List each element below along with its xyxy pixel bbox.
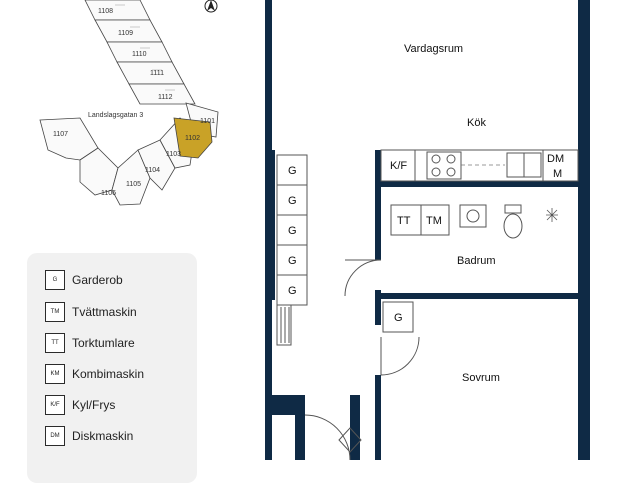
legend-item-diskmaskin: DM Diskmaskin xyxy=(45,425,133,447)
unit-label: 1103 xyxy=(166,151,181,158)
legend-label: Kombimaskin xyxy=(72,367,145,381)
legend-label: Garderob xyxy=(72,273,123,287)
kitchen-bottom-wall xyxy=(375,181,580,187)
symbol-torktumlare: TT xyxy=(397,215,411,227)
legend-item-torktumlare: TT Torktumlare xyxy=(45,332,135,354)
bedroom-left-wall-upper xyxy=(375,290,381,325)
legend-code: G xyxy=(45,270,65,290)
bedroom-door-icon xyxy=(380,336,420,376)
room-label-badrum: Badrum xyxy=(457,255,496,267)
kitchen-counter xyxy=(380,149,579,182)
legend-label: Tvättmaskin xyxy=(72,305,137,319)
unit-label: 1110 xyxy=(132,51,147,58)
bedroom-closet xyxy=(382,301,414,333)
room-label-sovrum: Sovrum xyxy=(462,372,500,384)
street-label: Landslagsgatan 3 xyxy=(88,112,143,119)
legend-item-tvattmaskin: TM Tvättmaskin xyxy=(45,301,137,323)
floor-plan: Vardagsrum Kök Badrum Sovrum K/F DM M TT… xyxy=(265,0,590,460)
unit-label: 1107 xyxy=(53,131,68,138)
legend-code: KM xyxy=(45,364,65,384)
room-label-vardagsrum: Vardagsrum xyxy=(404,43,463,55)
symbol-tvattmaskin: TM xyxy=(426,215,442,227)
symbol-diskmaskin: DM xyxy=(547,153,564,165)
bathroom-door-icon xyxy=(344,259,382,297)
symbol-kyl-frys: K/F xyxy=(390,160,407,172)
unit-label: 1108 xyxy=(98,8,113,15)
legend-item-kyl-frys: K/F Kyl/Frys xyxy=(45,394,115,416)
unit-label: 1106 xyxy=(101,190,116,197)
symbol-garderob: G xyxy=(288,285,297,297)
bathroom-appliances xyxy=(390,204,450,236)
right-outer-wall xyxy=(578,0,590,460)
legend-item-garderob: G Garderob xyxy=(45,269,123,291)
entry-door-icon xyxy=(304,414,362,460)
toilet-icon xyxy=(503,204,523,239)
unit-label: 1102 xyxy=(185,135,200,142)
symbol-garderob: G xyxy=(288,255,297,267)
entry-right-wall xyxy=(350,395,360,460)
room-label-kok: Kök xyxy=(467,117,486,129)
legend-label: Kyl/Frys xyxy=(72,398,116,412)
symbol-diskmaskin-m: M xyxy=(553,168,562,180)
symbol-garderob: G xyxy=(288,225,297,237)
kitchen-wall xyxy=(578,84,590,184)
washbasin-icon xyxy=(459,204,487,228)
unit-label: 1112 xyxy=(158,94,173,101)
highlighted-unit-1102 xyxy=(173,117,213,159)
unit-label: 1109 xyxy=(118,30,133,37)
unit-label: 1111 xyxy=(150,70,164,77)
shower-icon xyxy=(546,208,558,222)
legend-label: Torktumlare xyxy=(72,336,135,350)
unit-label: 1101 xyxy=(200,118,215,125)
unit-label: 1105 xyxy=(126,181,141,188)
bathroom-left-wall xyxy=(375,150,381,260)
sink-icon xyxy=(506,152,542,178)
symbol-garderob: G xyxy=(394,312,403,324)
symbol-garderob: G xyxy=(288,165,297,177)
legend-code: TM xyxy=(45,302,65,322)
site-plan: N 1108 1109 1110 1111 1112 1101 1102 110… xyxy=(39,0,219,206)
symbol-garderob: G xyxy=(288,195,297,207)
corridor-wall xyxy=(265,150,275,300)
closet-column xyxy=(276,154,308,346)
unit-label: 1104 xyxy=(145,167,160,174)
legend-label: Diskmaskin xyxy=(72,429,134,443)
bedroom-left-wall-lower xyxy=(375,375,381,460)
legend-code: TT xyxy=(45,333,65,353)
legend-item-kombimaskin: KM Kombimaskin xyxy=(45,363,144,385)
bathroom-bottom-wall xyxy=(375,293,580,299)
legend-code: DM xyxy=(45,426,65,446)
stove-icon xyxy=(426,151,462,180)
entry-left-wall xyxy=(295,395,305,460)
legend: G Garderob TM Tvättmaskin TT Torktumlare… xyxy=(27,253,197,483)
legend-code: K/F xyxy=(45,395,65,415)
north-arrow-icon xyxy=(204,0,218,13)
